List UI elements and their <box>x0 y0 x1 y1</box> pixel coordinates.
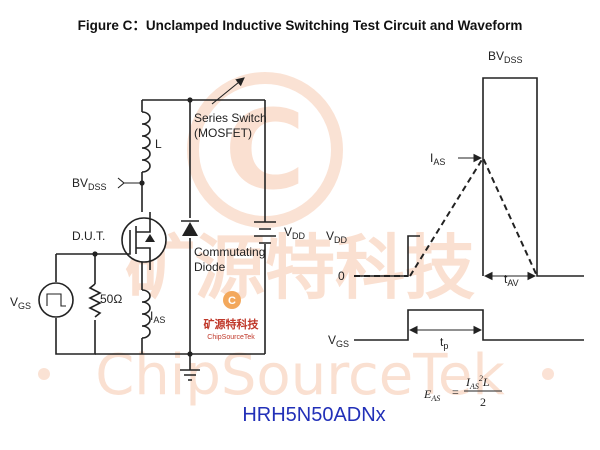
formula-denominator: 2 <box>480 395 486 409</box>
wire-gate <box>95 250 131 255</box>
inductor-L-label: L <box>155 137 162 151</box>
ground-symbol <box>180 354 200 381</box>
formula-equals: = <box>452 385 459 399</box>
commutating-diode <box>182 222 198 236</box>
vdd-battery <box>254 221 276 244</box>
logo-chinese: 矿源特科技 <box>204 317 260 331</box>
wave-tav-label: tAV <box>504 272 519 288</box>
figure-title: Figure C：Unclamped Inductive Switching T… <box>78 18 523 33</box>
watermark-dot-right <box>542 368 554 380</box>
vgs-pulse-symbol <box>46 293 66 307</box>
wave-ias-label: IAS <box>430 151 445 167</box>
dut-label: D.U.T. <box>72 229 105 243</box>
watermark: C 矿源特科技 ChipSourceTek <box>38 72 554 408</box>
formula-lhs: EAS <box>423 387 440 403</box>
logo-letter: C <box>228 295 236 307</box>
vgs-source-circle <box>38 282 74 318</box>
bvdss-probe <box>117 177 142 189</box>
resistor-50ohm <box>88 283 102 318</box>
resistor-label: 50Ω <box>100 292 122 306</box>
watermark-dot-left <box>38 368 50 380</box>
wave-zero-label: 0 <box>338 269 345 283</box>
wire-bottom-rail <box>95 338 265 355</box>
series-switch-mosfet-label: (MOSFET) <box>194 126 252 140</box>
wave-ias-current <box>409 155 538 277</box>
wave-vgs-label: VGS <box>328 333 349 349</box>
series-switch-label: Series Switch <box>194 111 267 125</box>
commutating-label: Commutating <box>194 245 265 259</box>
bvdss-label: BVDSS <box>72 176 107 192</box>
circuit-diagram: Series Switch (MOSFET) L BVDSS D.U.T. VG… <box>10 77 306 381</box>
eas-formula: EAS = IAS2L 2 <box>423 374 502 409</box>
ias-sense-coil <box>141 289 151 339</box>
dut-mosfet-body <box>121 217 167 263</box>
inductor-L <box>141 111 151 173</box>
dut-mosfet-channel <box>129 212 151 270</box>
dut-mosfet-body-diode <box>145 234 155 242</box>
formula-numerator: IAS2L <box>465 374 490 391</box>
wave-vgs-pulse <box>354 309 584 341</box>
vdd-label: VDD <box>284 225 306 241</box>
wave-bvdss-label: BVDSS <box>488 49 523 65</box>
logo-english: ChipSourceTek <box>207 334 255 341</box>
logo-icon <box>223 291 241 309</box>
wave-drain-voltage <box>354 77 584 277</box>
ias-label: IAS <box>150 309 165 325</box>
watermark-chinese-large: 矿源特科技 <box>125 227 475 309</box>
waveform-diagram: BVDSS VDD 0 IAS tAV VGS tp EAS = IAS2L 2 <box>326 49 584 409</box>
series-switch-arrow <box>211 77 245 105</box>
vgs-source-label: VGS <box>10 295 31 311</box>
wave-tp-label: tp <box>440 335 448 351</box>
wire-gate-drive <box>55 253 96 355</box>
diode-label: Diode <box>194 260 226 274</box>
part-number: HRH5N50ADNx <box>242 404 385 426</box>
wave-vdd-label: VDD <box>326 229 348 245</box>
watermark-english-large: ChipSourceTek <box>95 343 505 408</box>
